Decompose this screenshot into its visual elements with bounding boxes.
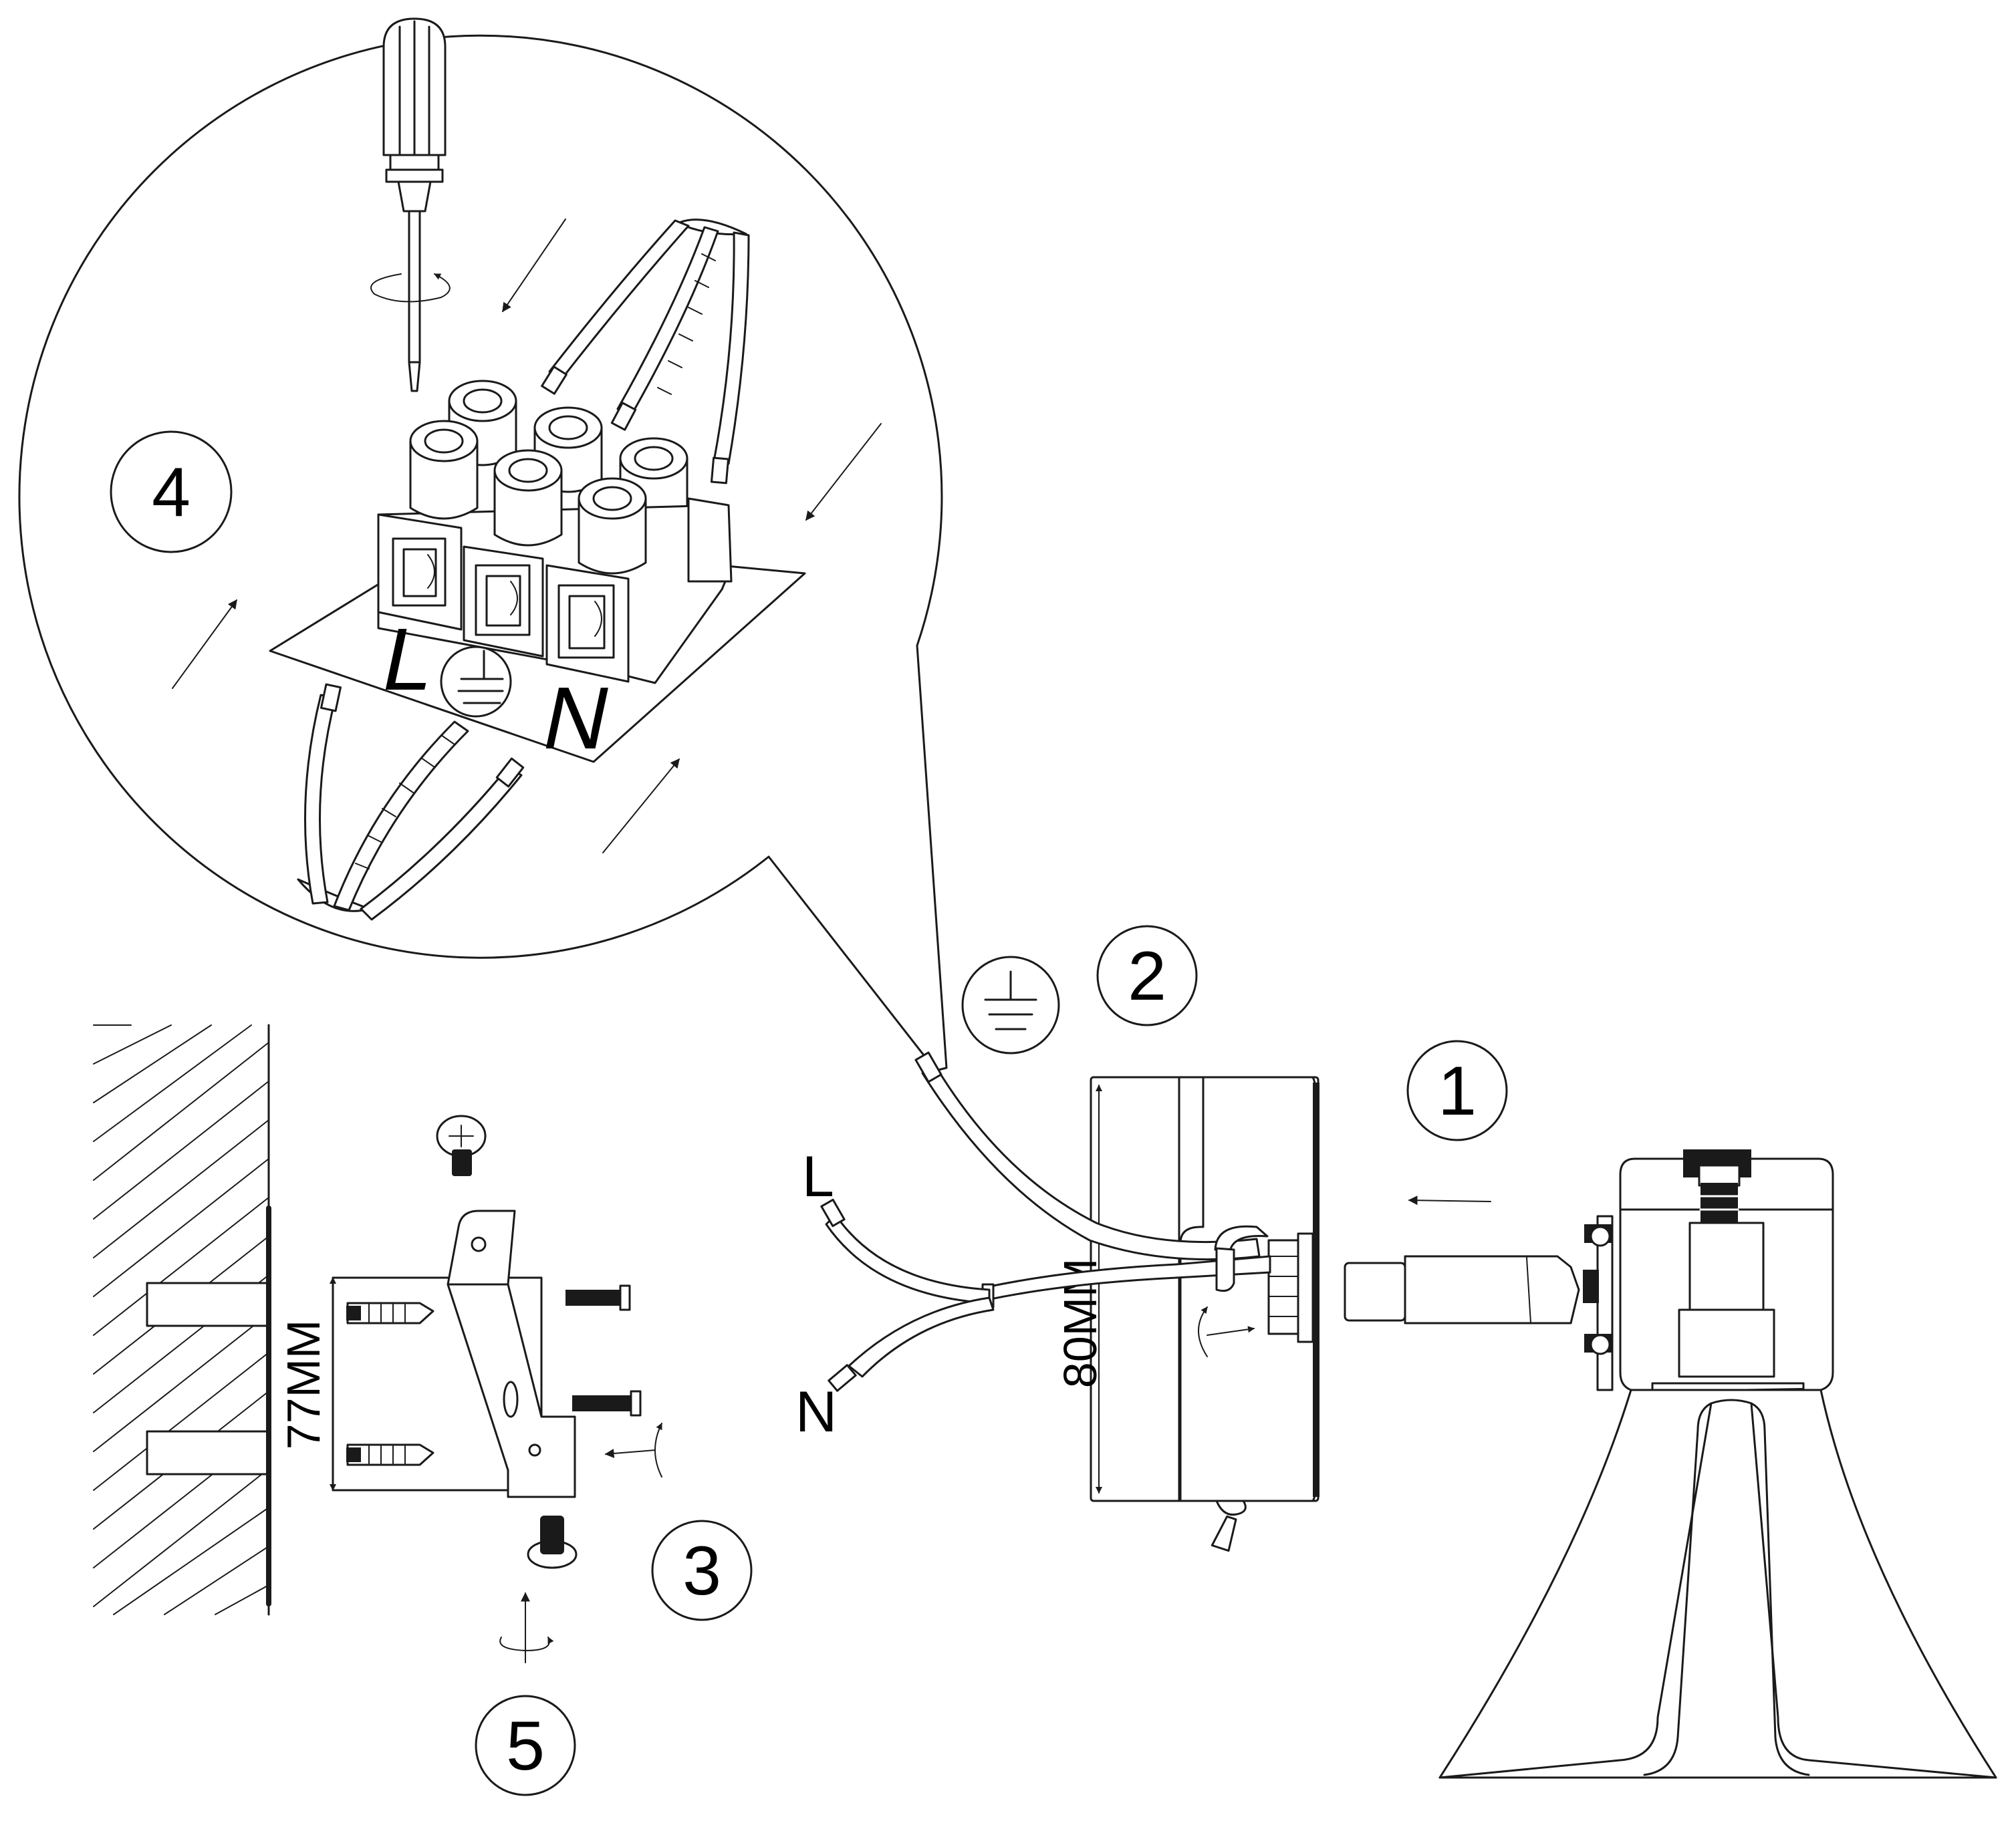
step-4-badge: 4 [110,430,233,553]
incoming-wires-bottom [297,683,525,921]
detail-magnifier [18,34,948,1072]
earth-ground-icon [961,956,1060,1055]
power-cord [820,1051,1271,1392]
terminal-clamp-n [545,564,630,683]
rotation-arrow-icon [1198,1306,1255,1357]
bracket-screw-top [436,1115,487,1176]
step-1-number: 1 [1438,1053,1477,1130]
step-5-number: 5 [506,1707,545,1785]
wire-letter-l: L [802,1145,834,1209]
incoming-wires-top [541,219,750,484]
insert-arrow [1408,1196,1491,1206]
step-2-number: 2 [1128,938,1166,1015]
wall-anchor-top [346,1302,434,1324]
step-3-badge: 3 [651,1520,753,1621]
terminal-earth-icon [440,646,512,718]
screwdriver-icon [382,17,447,392]
lamp-head [1344,1149,1997,1779]
step-3-arrow [604,1423,662,1478]
mounting-screw-bottom [499,1516,578,1663]
lamp-base-housing [1090,1076,1319,1552]
dimension-77mm: 77MM [277,1277,336,1491]
wire-label-l: L [802,1145,834,1209]
dimension-77mm-label: 77MM [277,1320,330,1449]
wall-anchor-bottom [346,1443,434,1466]
bracket-screw-right-top [565,1284,631,1311]
cable-gland [1267,1232,1314,1343]
step-5-badge: 5 [475,1695,576,1796]
bracket-screw-right-bottom [572,1390,642,1417]
wall-plugs [146,1206,271,1606]
push-arrows [172,219,882,853]
step-1-badge: 1 [1406,1040,1508,1141]
terminal-screw-front-3 [578,477,647,575]
terminal-screw-front-2 [493,449,563,547]
step-4-number: 4 [152,454,191,531]
wire-letter-n: N [795,1380,837,1444]
terminal-clamp-l [377,513,463,631]
dimension-80mm: 80MM [1054,1085,1106,1494]
step-3-number: 3 [682,1532,721,1610]
terminal-clamp-earth [463,545,544,658]
terminal-screw-front-1 [409,420,479,520]
terminal-block [377,380,733,684]
step-2-badge: 2 [1096,925,1198,1026]
wire-label-n: N [795,1380,837,1444]
rotation-arrow-icon [370,273,451,303]
